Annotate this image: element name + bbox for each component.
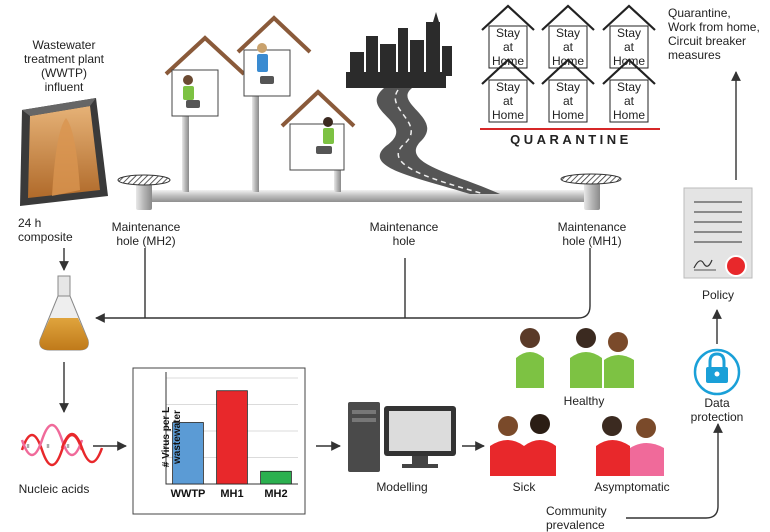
house-3 (280, 89, 356, 171)
manhole-cover-mh2 (117, 174, 171, 186)
bar-label-mh2: MH2 (264, 488, 288, 500)
computer-icon (348, 402, 456, 472)
bar-mh2 (260, 470, 292, 485)
bar-chart (165, 372, 298, 485)
quarantine-label: QUARANTINE (510, 132, 632, 147)
road (376, 88, 500, 195)
lock-icon (693, 348, 741, 396)
stay-home-text-3: Stay at Home (612, 26, 645, 68)
wwtp-label: Wastewater treatment plant (WWTP) influe… (23, 38, 105, 94)
chart-y-axis-label: # Virus per L wastewater (161, 406, 183, 468)
measures-label: Quarantine, Work from home, Circuit brea… (668, 6, 760, 62)
stay-home-text-5: Stay at Home (551, 80, 584, 122)
sick-people-image (490, 414, 556, 476)
wwtp-tunnel-image (20, 98, 108, 206)
chart-axes (165, 372, 298, 485)
asymptomatic-label: Asymptomatic (594, 480, 670, 494)
dna-helix-image (20, 423, 104, 467)
house-1 (164, 35, 246, 117)
policy-label: Policy (701, 288, 734, 302)
nucleic-acids-label: Nucleic acids (18, 482, 90, 496)
manhole-cover-mh1 (560, 173, 622, 185)
flow-arrows (59, 71, 741, 519)
mh-label: Maintenance hole (369, 220, 439, 248)
mh1-label: Maintenance hole (MH1) (557, 220, 627, 248)
composite-label: 24 h composite (18, 216, 73, 244)
stay-home-text-2: Stay at Home (551, 26, 584, 68)
stay-home-text-6: Stay at Home (612, 80, 645, 122)
bar-label-mh1: MH1 (220, 488, 244, 500)
bar-label-wwtp: WWTP (170, 488, 206, 500)
sick-label: Sick (512, 480, 536, 494)
community-prevalence-label: Community prevalence (546, 504, 607, 532)
data-protection-label: Data protection (690, 396, 744, 424)
house-2 (236, 15, 312, 97)
stay-home-text-4: Stay at Home (491, 80, 524, 122)
stay-home-houses (481, 4, 656, 123)
bar-wwtp (172, 422, 204, 485)
healthy-people-image (516, 328, 634, 388)
modelling-label: Modelling (376, 480, 428, 494)
city-skyline (346, 12, 452, 88)
flask-image (39, 275, 89, 351)
bar-mh1 (216, 390, 248, 485)
healthy-label: Healthy (563, 394, 605, 408)
policy-document-icon (683, 187, 753, 279)
mh2-label: Maintenance hole (MH2) (111, 220, 181, 248)
asymptomatic-people-image (596, 416, 664, 476)
stay-home-text-1: Stay at Home (491, 26, 524, 68)
